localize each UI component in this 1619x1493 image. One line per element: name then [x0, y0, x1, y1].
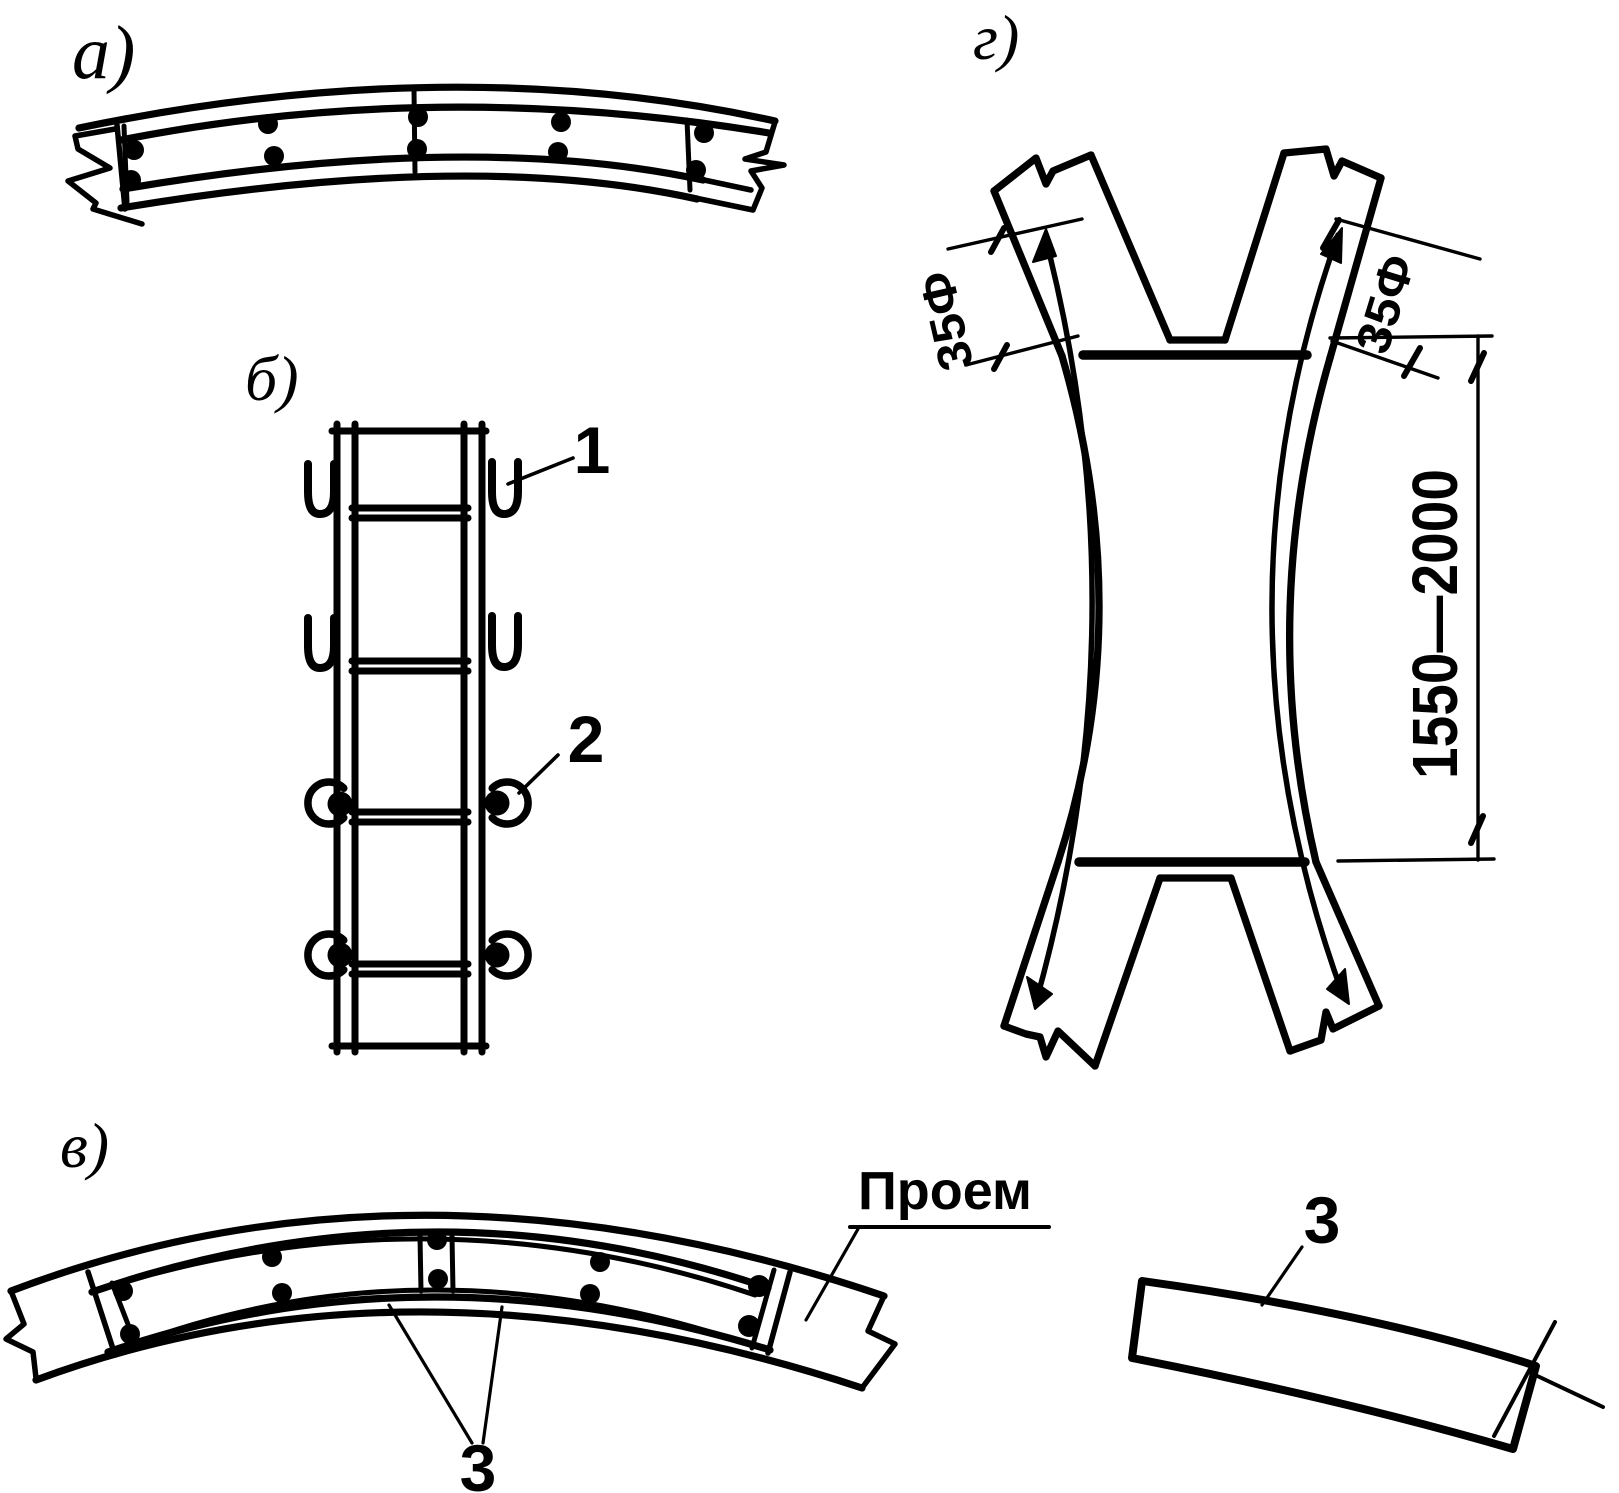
svg-text:б): б): [245, 343, 299, 414]
svg-text:1: 1: [574, 413, 611, 487]
svg-text:в): в): [60, 1110, 109, 1181]
svg-text:а): а): [72, 11, 135, 95]
svg-text:1550—2000: 1550—2000: [1399, 469, 1471, 779]
svg-text:2: 2: [568, 702, 605, 776]
svg-text:г): г): [973, 2, 1019, 73]
svg-text:3: 3: [1304, 1183, 1341, 1257]
svg-text:3: 3: [460, 1431, 497, 1493]
svg-text:Проем: Проем: [858, 1161, 1032, 1221]
